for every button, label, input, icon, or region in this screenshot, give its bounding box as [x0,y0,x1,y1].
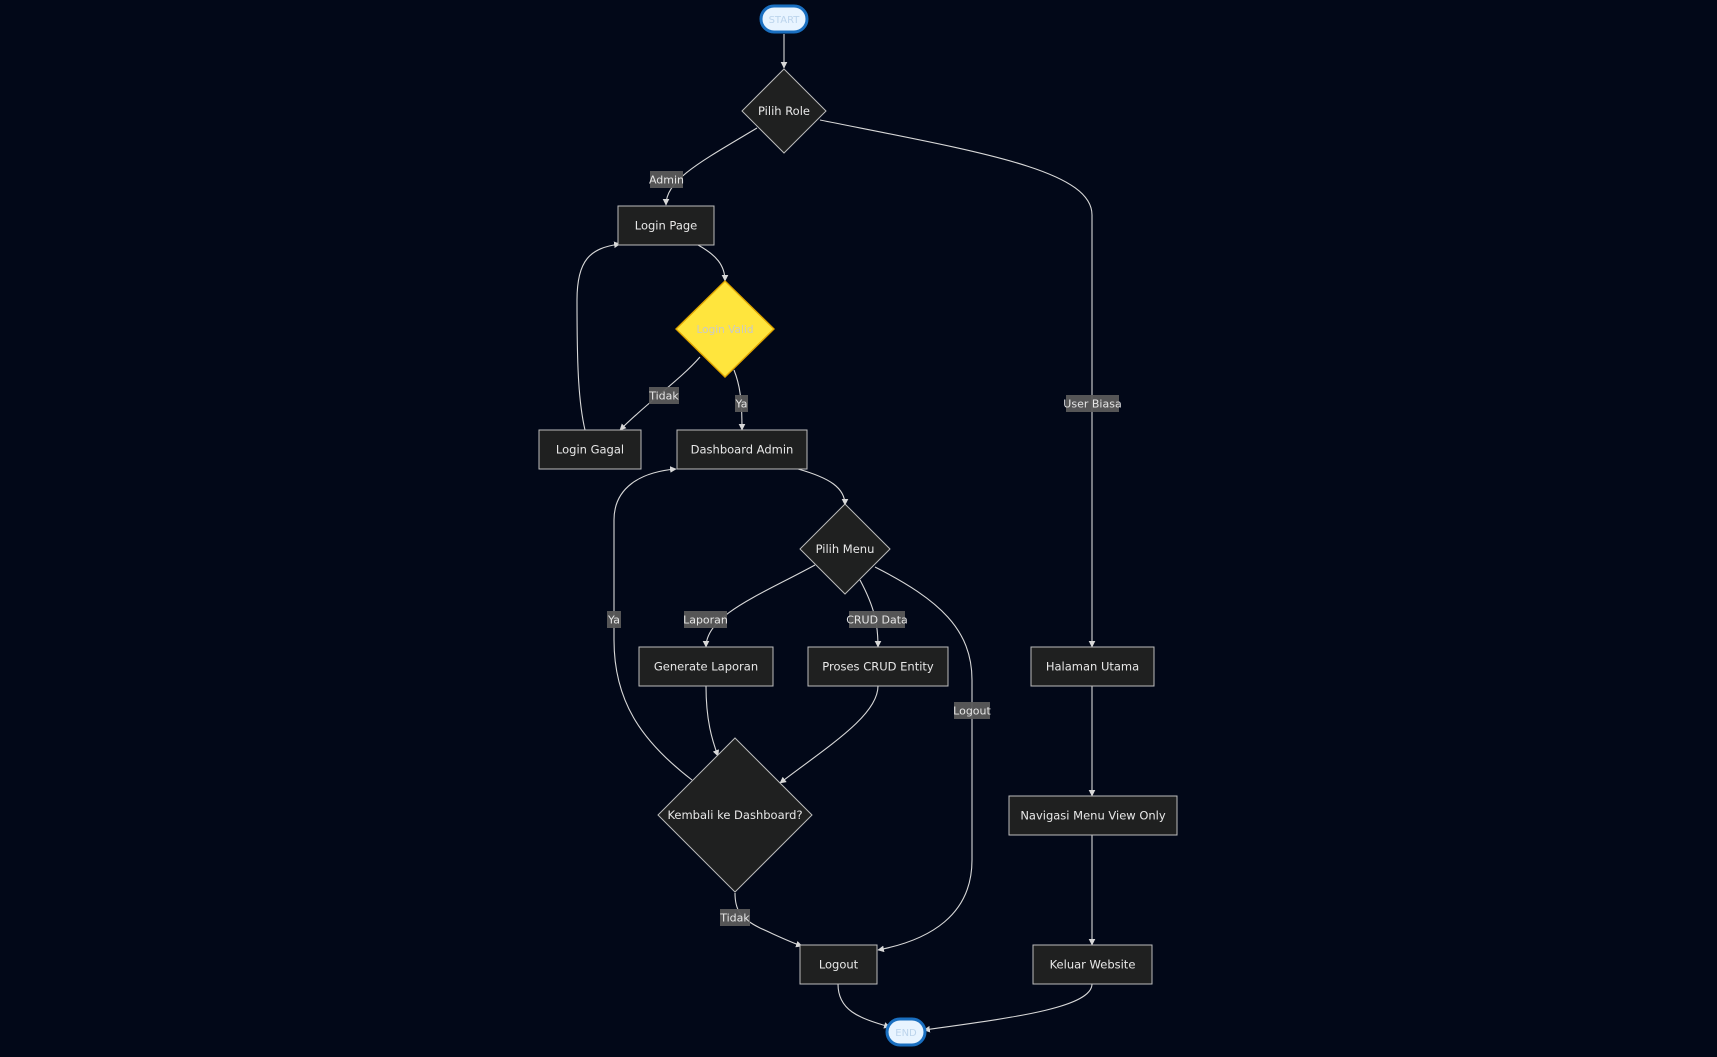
edges [576,34,1096,1033]
edge-kembali-dashboard [613,466,693,781]
edge-kembali-logout [734,892,803,948]
edge-label-logout-menu: Logout [953,702,992,719]
node-dashboard-admin: Dashboard Admin [676,429,808,470]
node-logout: Logout [799,944,878,985]
edge-login-gagal-login-page [576,241,621,431]
svg-text:Generate Laporan: Generate Laporan [654,660,758,674]
edge-login-page-login-valid [697,244,729,282]
edge-pilih-role-halaman-utama [819,119,1096,648]
nodes: START Pilih Role Login Page Login Valid … [538,4,1178,1047]
svg-text:Navigasi Menu View Only: Navigasi Menu View Only [1020,809,1166,823]
edge-keluar-end [923,983,1093,1033]
edge-label-laporan: Laporan [683,611,728,628]
node-end: END [885,1017,927,1047]
svg-text:Pilih Role: Pilih Role [758,104,810,118]
edge-dashboard-pilih-menu [797,468,849,506]
node-keluar-website: Keluar Website [1032,944,1153,985]
node-kembali-dashboard: Kembali ke Dashboard? [657,737,813,893]
node-pilih-menu: Pilih Menu [799,503,891,595]
edge-login-valid-dashboard [733,369,746,431]
svg-text:Dashboard Admin: Dashboard Admin [691,443,794,457]
edge-pilih-role-login-page [662,127,758,206]
svg-text:Ya: Ya [735,398,748,411]
svg-text:Halaman Utama: Halaman Utama [1046,660,1139,674]
svg-text:START: START [769,15,801,26]
node-login-valid: Login Valid [674,280,776,378]
edge-label-admin: Admin [649,171,684,188]
svg-text:Tidak: Tidak [648,390,679,403]
edge-label-ya-login: Ya [735,395,748,412]
svg-text:Pilih Menu: Pilih Menu [816,542,875,556]
edge-proses-crud-kembali [779,685,879,784]
node-halaman-utama: Halaman Utama [1030,646,1155,687]
svg-text:Admin: Admin [649,174,684,187]
edge-labels: Admin User Biasa Tidak Ya Laporan CRUD D… [607,171,1122,926]
svg-text:Keluar Website: Keluar Website [1050,958,1136,972]
svg-text:User Biasa: User Biasa [1063,398,1121,411]
svg-text:Laporan: Laporan [683,614,728,627]
edge-label-user-biasa: User Biasa [1063,395,1122,412]
edge-logout-end [837,983,891,1029]
svg-text:CRUD Data: CRUD Data [846,614,908,627]
svg-text:Login Valid: Login Valid [697,324,754,336]
node-login-page: Login Page [617,205,715,246]
node-proses-crud: Proses CRUD Entity [807,646,949,687]
svg-text:END: END [895,1028,917,1039]
node-navigasi-menu: Navigasi Menu View Only [1008,795,1178,836]
node-login-gagal: Login Gagal [538,429,642,470]
edge-generate-laporan-kembali [705,685,720,757]
svg-text:Login Gagal: Login Gagal [556,443,624,457]
edge-pilih-menu-generate-laporan [702,564,816,648]
edge-label-tidak-login: Tidak [648,387,679,404]
svg-text:Login Page: Login Page [635,219,698,233]
node-generate-laporan: Generate Laporan [638,646,774,687]
node-pilih-role: Pilih Role [741,68,827,154]
svg-text:Kembali ke Dashboard?: Kembali ke Dashboard? [667,808,802,822]
svg-text:Logout: Logout [953,705,991,718]
edge-pilih-menu-logout [874,566,973,953]
svg-text:Proses CRUD Entity: Proses CRUD Entity [822,660,934,674]
svg-text:Ya: Ya [607,614,620,627]
svg-text:Logout: Logout [819,958,859,972]
node-start: START [759,4,809,34]
edge-label-crud-data: CRUD Data [846,611,908,628]
edge-label-tidak-kembali: Tidak [719,909,750,926]
svg-text:Tidak: Tidak [719,912,750,925]
edge-label-ya-kembali: Ya [607,611,621,628]
